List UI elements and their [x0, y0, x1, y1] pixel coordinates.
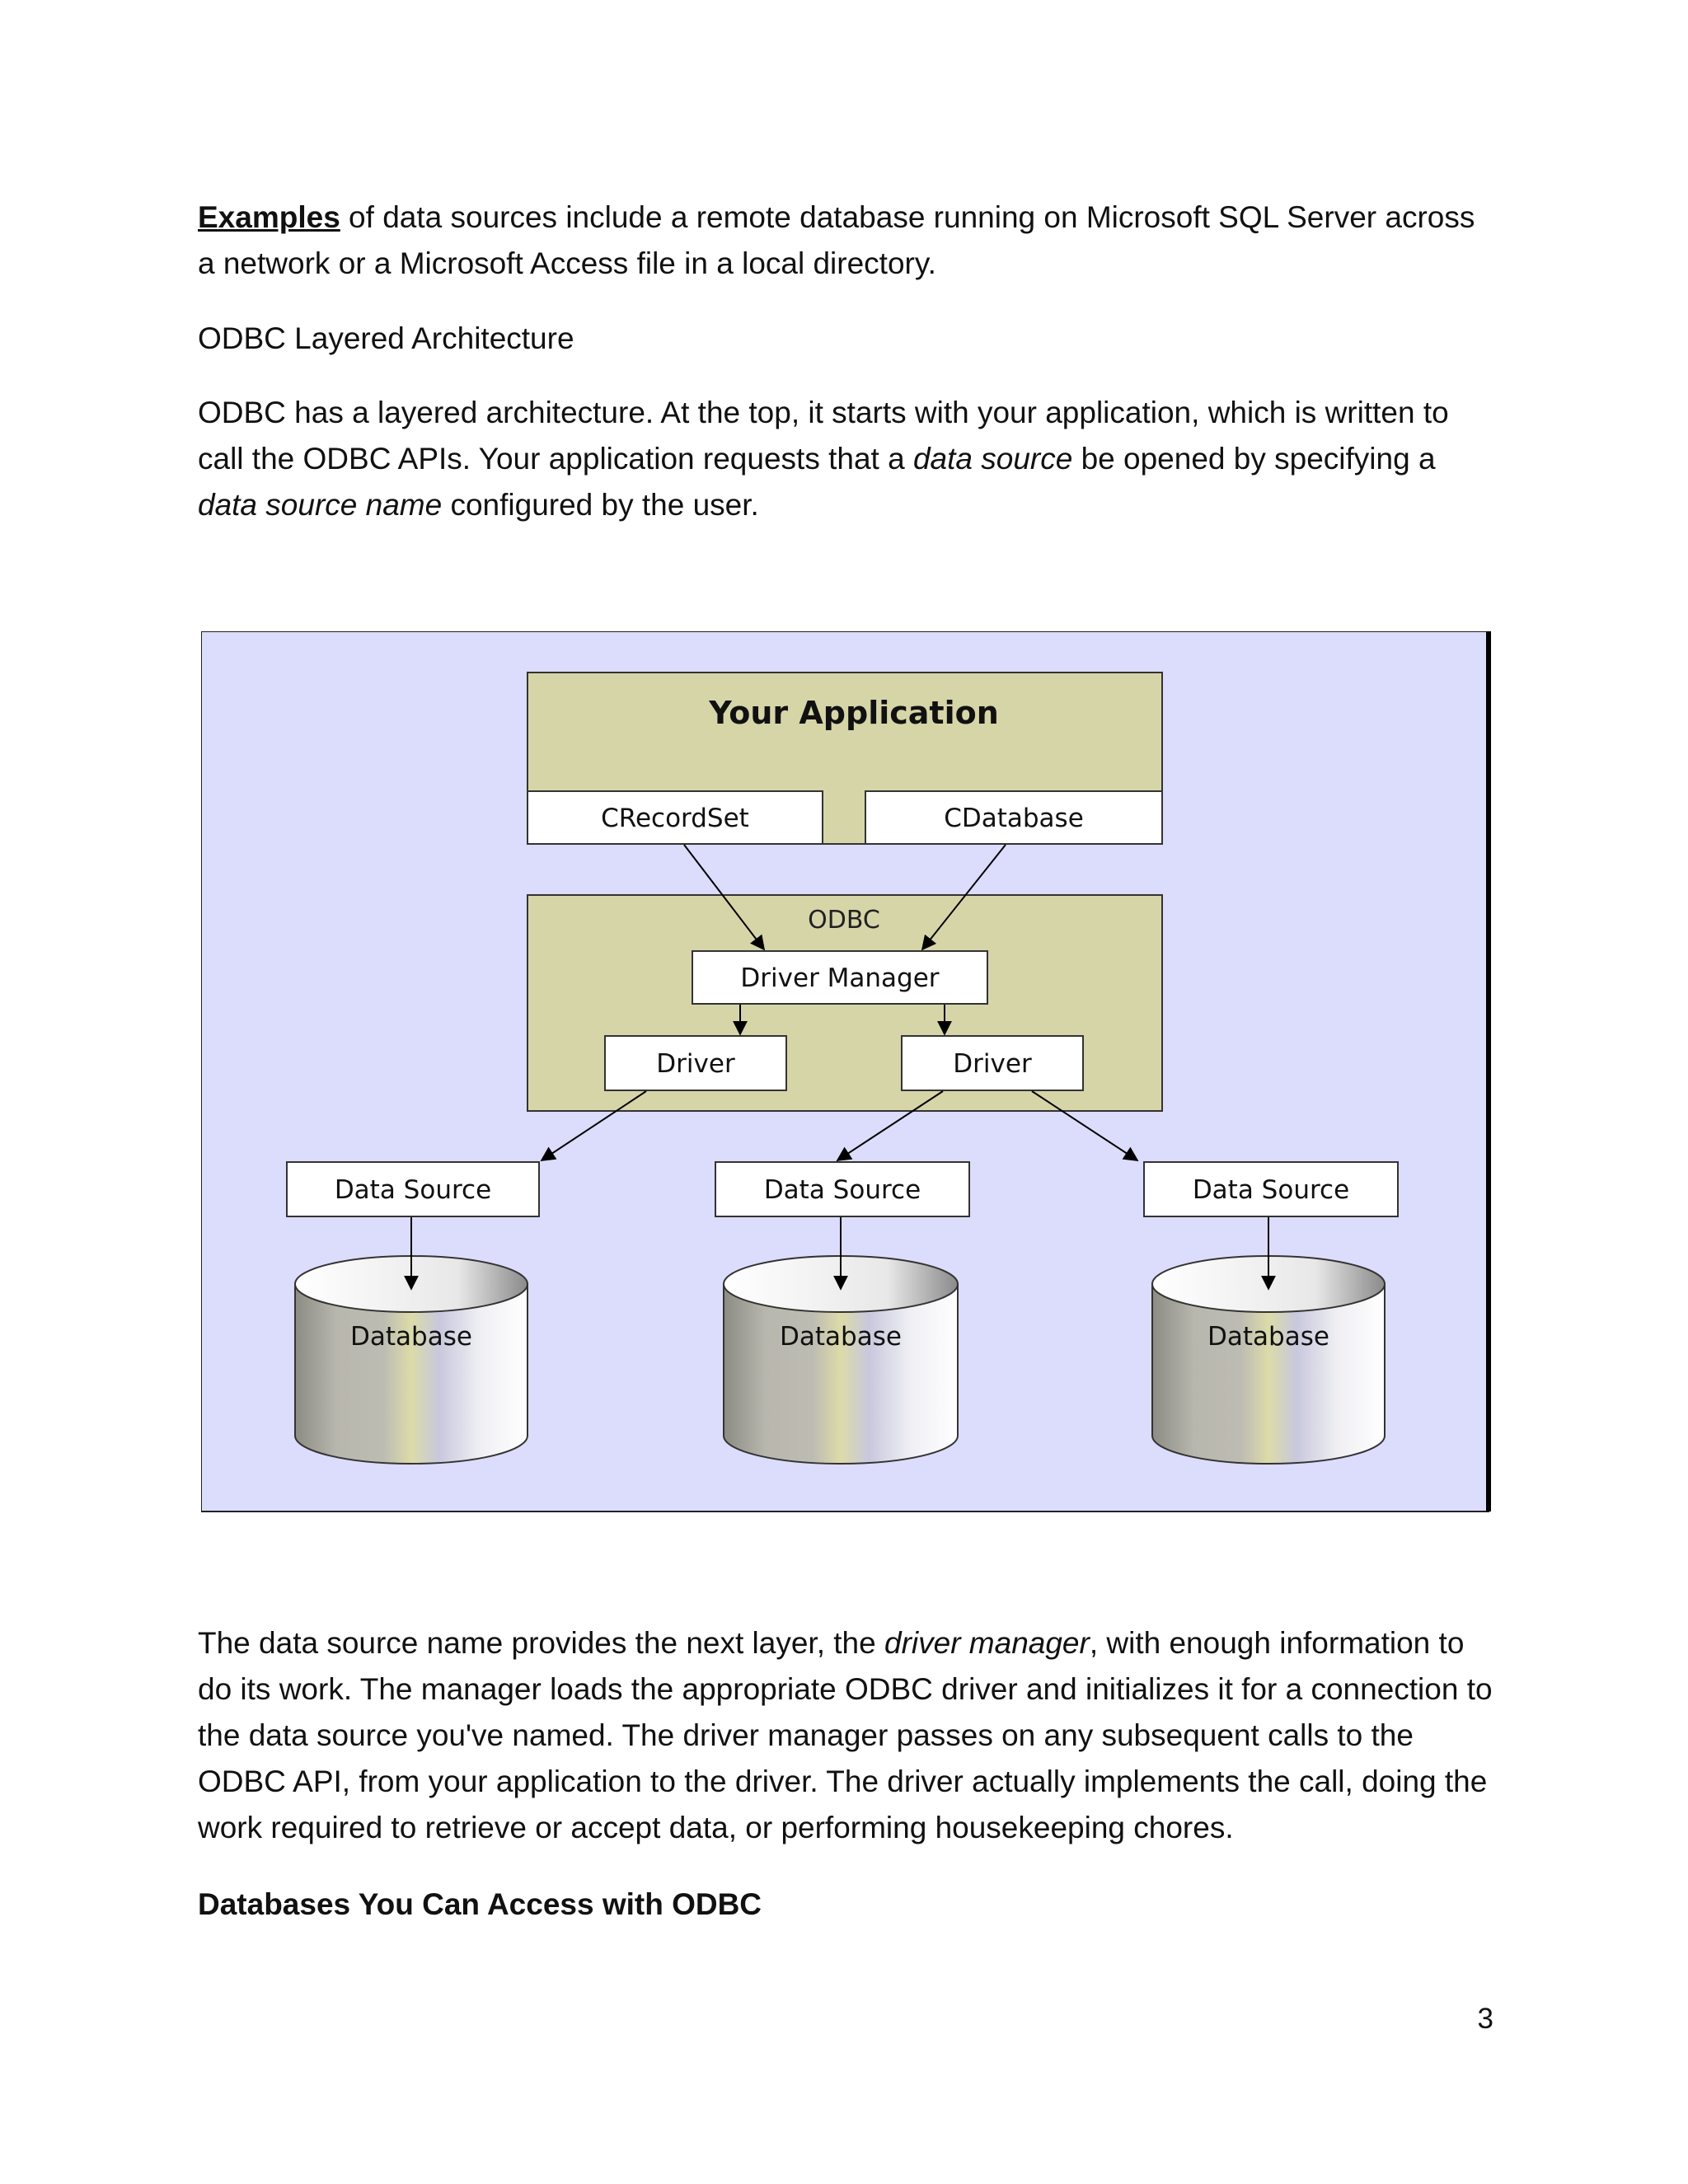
data-source-label-1: Data Source — [335, 1175, 491, 1205]
driver-manager-text-1: The data source name provides the next l… — [198, 1626, 884, 1660]
database-label-1: Database — [350, 1322, 472, 1352]
database-label-3: Database — [1207, 1322, 1329, 1352]
data-source-label-3: Data Source — [1193, 1175, 1349, 1205]
architecture-text-1: ODBC has a layered architecture. At the … — [198, 396, 1449, 476]
database-label-2: Database — [780, 1322, 902, 1352]
architecture-text-2: be opened by specifying a — [1072, 442, 1436, 476]
data-source-box-2 — [715, 1161, 970, 1217]
driver-left-box — [604, 1035, 787, 1091]
driver-manager-box — [692, 950, 988, 1005]
data-source-label-2: Data Source — [764, 1175, 921, 1205]
examples-lead: Examples — [198, 200, 340, 234]
section-heading: ODBC Layered Architecture — [198, 321, 574, 355]
arrow-driver-left-to-source-1 — [540, 1090, 647, 1161]
crecordset-box — [527, 790, 823, 845]
driver-left-label: Driver — [656, 1049, 735, 1079]
arrow-driver-right-to-source-3 — [1031, 1090, 1139, 1161]
examples-text: of data sources include a remote databas… — [198, 200, 1475, 280]
driver-right-box — [901, 1035, 1084, 1091]
driver-manager-text-2: , with enough information to do its work… — [198, 1626, 1493, 1844]
application-title: Your Application — [708, 695, 999, 731]
data-source-box-1 — [286, 1161, 540, 1217]
architecture-em-1: data source — [912, 442, 1073, 476]
paragraph-architecture: ODBC has a layered architecture. At the … — [198, 390, 1500, 528]
odbc-label: ODBC — [808, 906, 880, 935]
architecture-text-3: configured by the user. — [442, 488, 759, 522]
paragraph-driver-manager: The data source name provides the next l… — [198, 1620, 1500, 1851]
subheading-databases: Databases You Can Access with ODBC — [198, 1887, 762, 1921]
paragraph-examples: Examples of data sources include a remot… — [198, 194, 1500, 287]
arrow-cdatabase-to-manager — [921, 844, 1006, 951]
driver-manager-label: Driver Manager — [740, 963, 939, 993]
arrow-driver-right-to-source-2 — [836, 1090, 944, 1161]
arrow-crecordset-to-manager — [683, 844, 766, 951]
cdatabase-label: CDatabase — [944, 804, 1084, 833]
page-number: 3 — [1477, 2003, 1493, 2035]
architecture-em-2: data source name — [198, 488, 443, 522]
cdatabase-box — [865, 790, 1163, 845]
crecordset-label: CRecordSet — [601, 804, 749, 833]
driver-manager-em: driver manager — [884, 1626, 1090, 1660]
driver-right-label: Driver — [953, 1049, 1032, 1079]
data-source-box-3 — [1143, 1161, 1399, 1217]
odbc-architecture-diagram: Your Application CRecordSet CDatabase OD… — [201, 631, 1491, 1512]
